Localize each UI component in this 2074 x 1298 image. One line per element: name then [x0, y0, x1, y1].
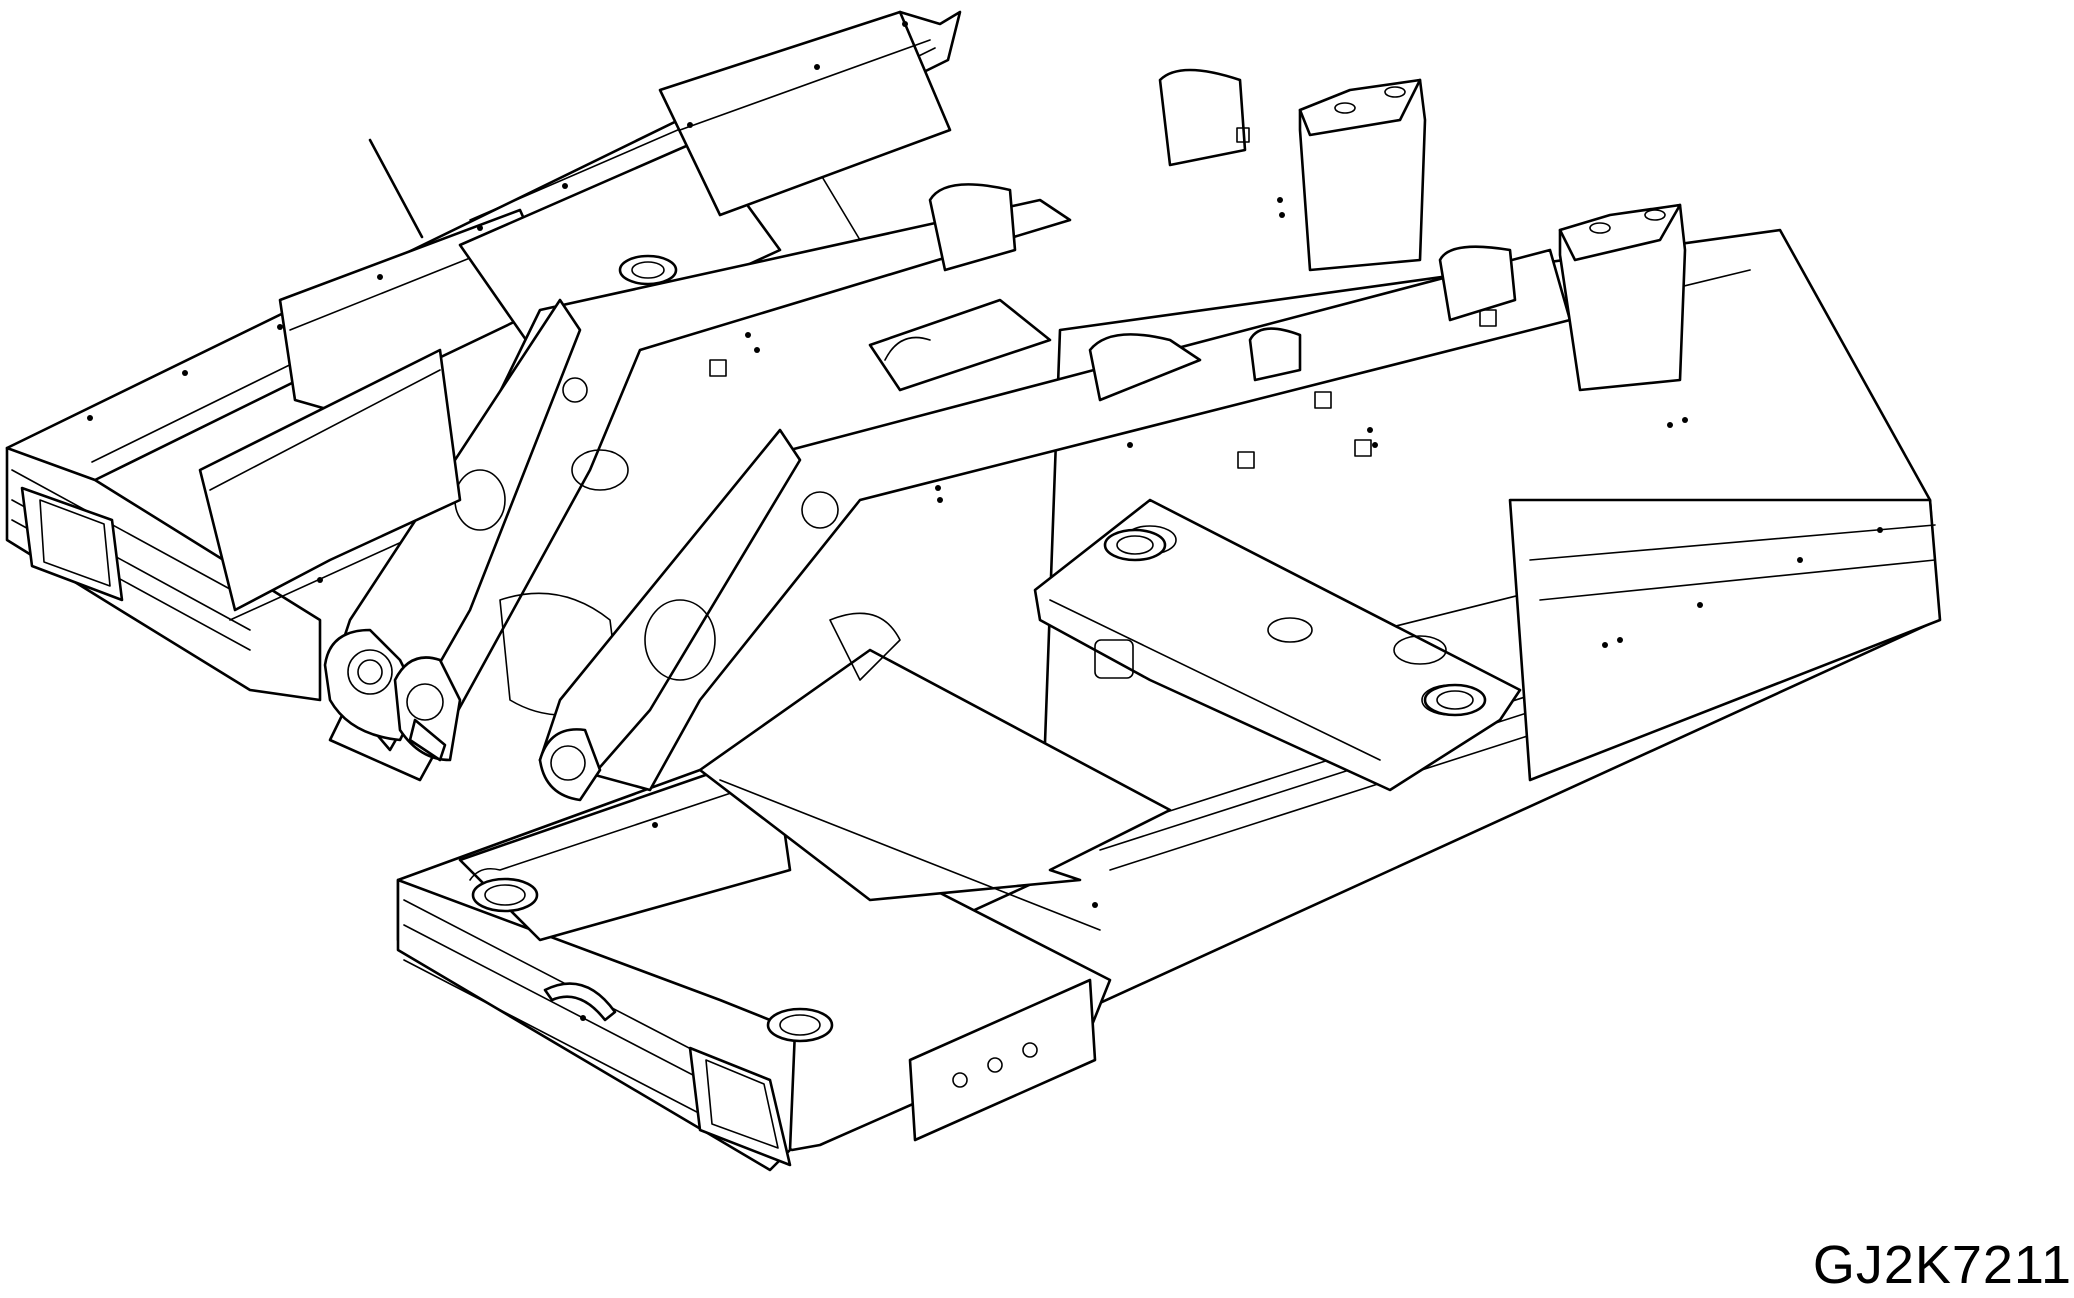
front-box	[398, 770, 1110, 1170]
upright-towers	[1300, 80, 1685, 390]
step-plate	[910, 980, 1095, 1140]
mount-plates	[473, 256, 1485, 1041]
center-deck	[700, 500, 1520, 930]
front-right-lamp	[690, 1048, 790, 1165]
mount-brackets	[870, 70, 1515, 400]
rear-lower-tray	[200, 350, 460, 610]
drawing-code: GJ2K7211	[1812, 1235, 2072, 1295]
bolt-holes	[87, 21, 1883, 1021]
rear-left-lamp	[22, 488, 122, 600]
leader-line	[370, 140, 422, 237]
grab-handle	[545, 984, 615, 1020]
boom-foot-pivots	[325, 630, 600, 800]
